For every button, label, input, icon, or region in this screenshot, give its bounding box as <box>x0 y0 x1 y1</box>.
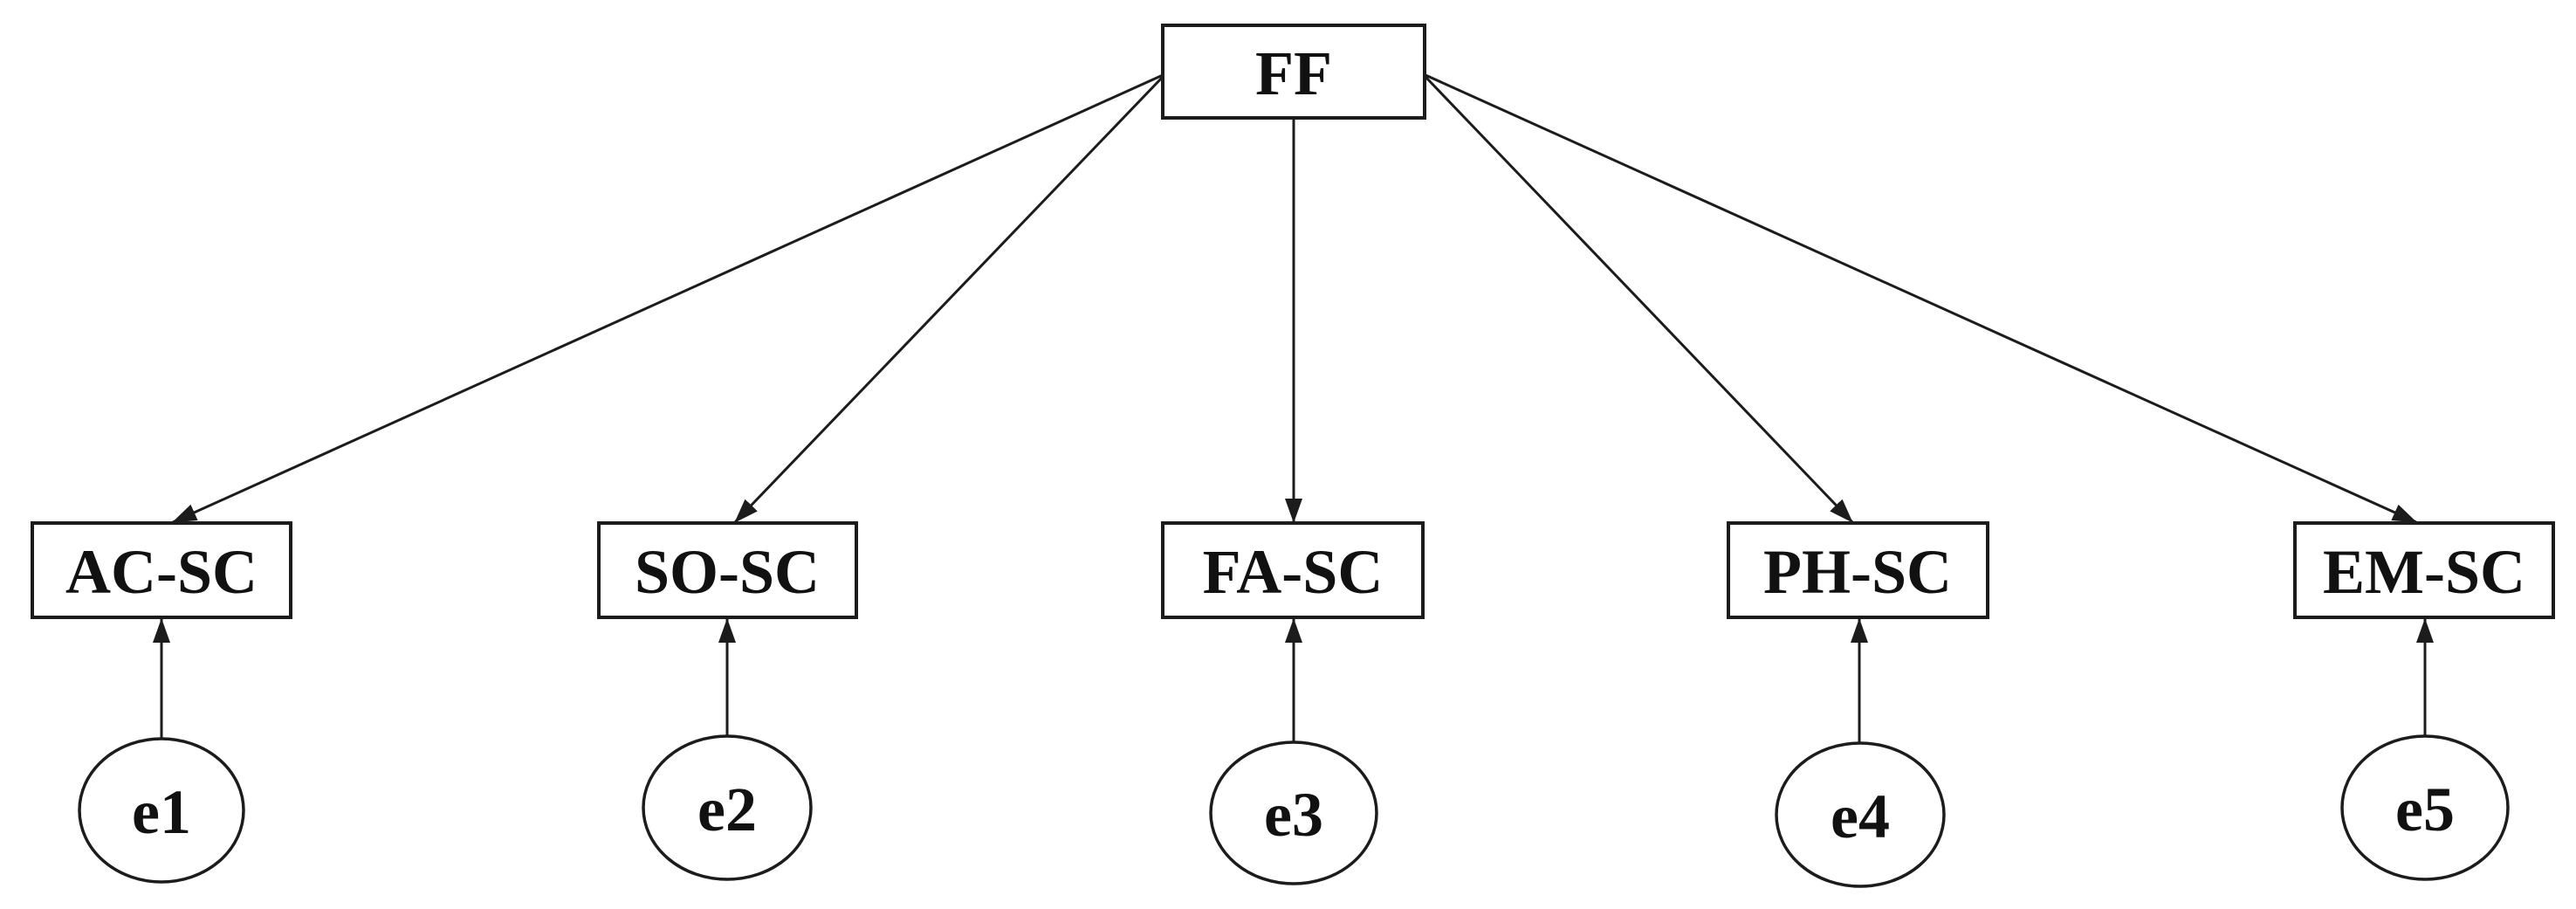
node-fa-sc: FA-SC <box>1161 521 1425 619</box>
e2-circle <box>642 734 813 881</box>
em-sc-label: EM-SC <box>2323 537 2525 607</box>
node-e4: e4 <box>1775 741 1946 888</box>
e4-circle <box>1775 741 1946 888</box>
edge-ff-to-so-sc <box>733 75 1164 524</box>
node-ff: FF <box>1161 24 1426 120</box>
node-em-sc: EM-SC <box>2293 521 2555 619</box>
factor-loading-edges <box>172 73 2417 524</box>
e5-label: e5 <box>2395 775 2455 844</box>
e4-label: e4 <box>1831 782 1890 851</box>
ph-sc-label: PH-SC <box>1763 537 1952 607</box>
edge-ff-to-em-sc <box>1425 73 2417 524</box>
e1-circle <box>78 737 245 884</box>
ph-sc-box <box>1727 521 1989 619</box>
e3-circle <box>1209 740 1378 885</box>
ac-sc-box <box>31 521 292 619</box>
ac-sc-label: AC-SC <box>65 537 258 607</box>
node-ph-sc: PH-SC <box>1727 521 1989 619</box>
node-so-sc: SO-SC <box>597 521 858 619</box>
node-e3: e3 <box>1209 740 1378 885</box>
em-sc-box <box>2293 521 2555 619</box>
e1-label: e1 <box>132 777 191 847</box>
e2-label: e2 <box>697 775 757 844</box>
ff-box <box>1161 24 1426 120</box>
node-e1: e1 <box>78 737 245 884</box>
e3-label: e3 <box>1264 780 1323 850</box>
edge-ff-to-ph-sc <box>1424 75 1854 524</box>
ff-label: FF <box>1255 38 1332 108</box>
error-edges <box>153 618 2434 744</box>
fa-sc-label: FA-SC <box>1203 537 1384 607</box>
fa-sc-box <box>1161 521 1425 619</box>
node-e5: e5 <box>2340 734 2510 881</box>
edge-ff-to-ac-sc <box>172 73 1164 524</box>
node-ac-sc: AC-SC <box>31 521 292 619</box>
so-sc-box <box>597 521 858 619</box>
node-e2: e2 <box>642 734 813 881</box>
e5-circle <box>2340 734 2510 881</box>
so-sc-label: SO-SC <box>635 537 820 607</box>
